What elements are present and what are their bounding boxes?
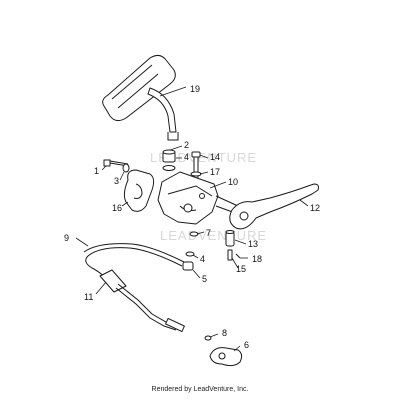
callout-15: 15 [236,264,246,274]
cable-clamp [209,347,243,367]
callout-10: 10 [228,177,238,187]
watermark-text: LEADVENTURE [150,150,257,165]
pinch-screw [190,151,202,186]
callout-6: 6 [244,340,249,350]
callout-9: 9 [64,233,69,243]
callout-16: 16 [112,203,122,213]
callout-19: 19 [190,84,200,94]
callout-11: 11 [84,292,93,302]
callout-14: 14 [210,152,220,162]
clutch-lever [229,183,319,230]
clutch-cable [83,243,185,333]
callout-5: 5 [202,274,207,284]
pivot-pin [225,230,241,261]
lower-washers [182,231,199,271]
render-credit: Rendered by LeadVenture, Inc. [151,386,249,393]
clamp-bolt [103,159,130,173]
callout-13: 13 [248,239,258,249]
callout-1: 1 [94,166,99,176]
callout-7: 7 [206,228,211,238]
mirror-assembly [102,54,187,141]
callout-18: 18 [252,254,262,264]
callout-17: 17 [210,167,220,177]
watermark-text-lower: LEADVENTURE [160,228,267,243]
cable-end-washer [204,335,212,341]
callout-3: 3 [114,176,119,186]
callout-4: 4 [184,152,189,162]
callout-12: 12 [310,203,320,213]
lever-bracket [157,171,239,225]
handlebar-clamp [123,169,155,212]
callout-2: 2 [184,140,189,150]
callout-8: 8 [222,328,227,338]
mirror-nut [162,149,176,171]
callout-4b: 4 [200,254,205,264]
